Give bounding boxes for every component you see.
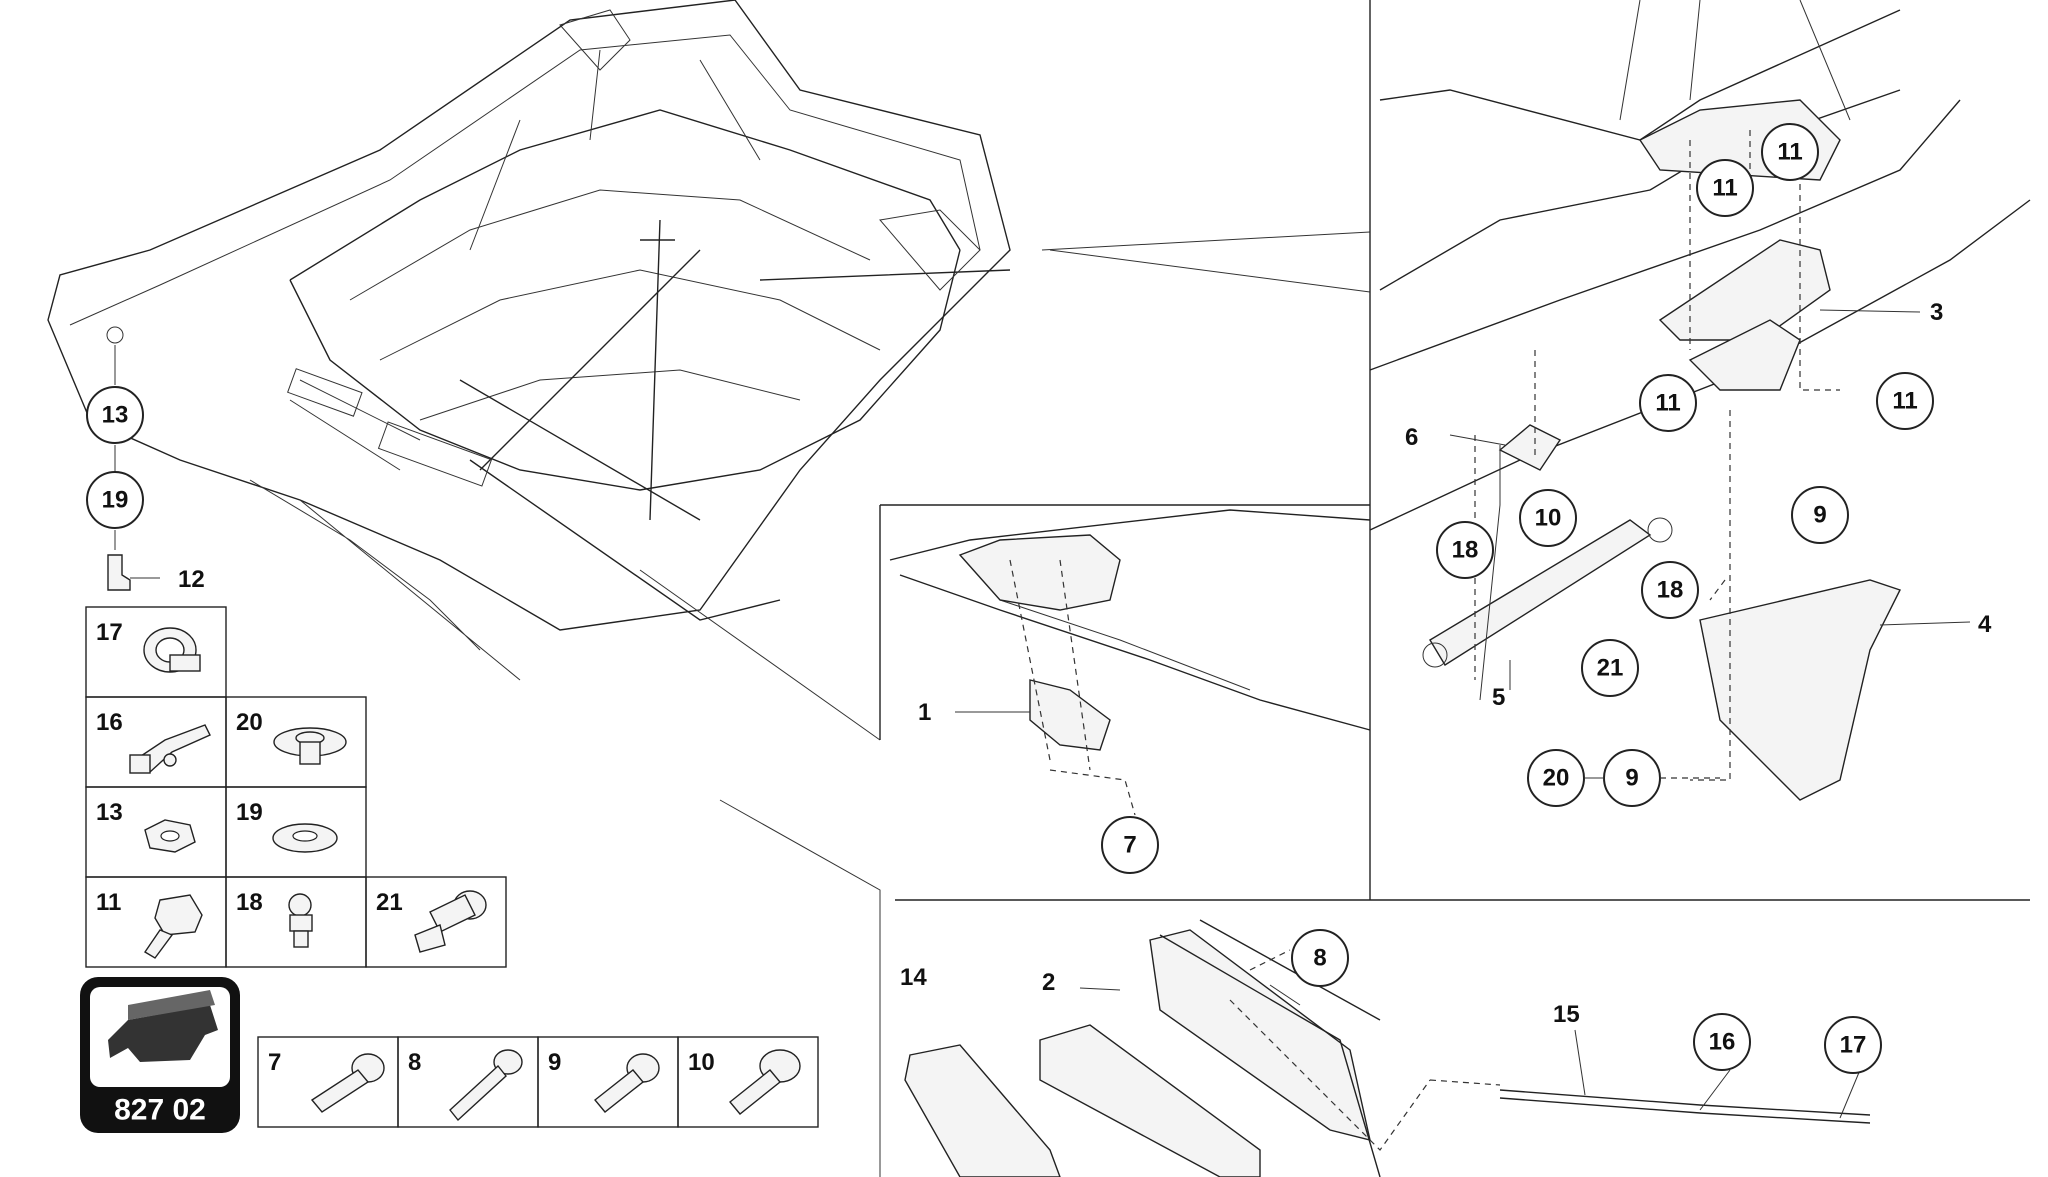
svg-text:11: 11 (1777, 139, 1802, 166)
callout-21: 21 (1581, 639, 1639, 697)
legend-label-13: 13 (96, 799, 123, 826)
small-parts-legend: 17 16 20 13 19 11 18 21 (85, 606, 819, 1128)
legend-label-17: 17 (96, 619, 123, 646)
svg-text:8: 8 (1313, 945, 1326, 972)
callout-8: 8 (1291, 929, 1349, 987)
callout-9-b: 9 (1603, 749, 1661, 807)
legend-label-7: 7 (268, 1049, 281, 1076)
hose-clamp-icon (143, 627, 201, 673)
push-nut-icon (273, 727, 347, 765)
callout-18-b: 18 (1641, 561, 1699, 619)
torx-bolt-long-icon (449, 1049, 523, 1122)
legend-label-19: 19 (236, 799, 263, 826)
hex-nut-icon (144, 819, 196, 853)
svg-text:11: 11 (1892, 388, 1917, 415)
svg-text:18: 18 (1657, 577, 1684, 604)
svg-text:19: 19 (102, 487, 129, 514)
callout-16: 16 (1693, 1013, 1751, 1071)
legend-label-21: 21 (376, 889, 403, 916)
washer-icon (272, 823, 338, 853)
svg-text:11: 11 (1655, 390, 1680, 417)
svg-text:13: 13 (102, 402, 129, 429)
torx-bolt-flange-icon (729, 1049, 801, 1115)
hood-hinge-assembly-detail (1369, 0, 2031, 801)
callout-14: 14 (900, 964, 927, 991)
svg-text:9: 9 (1813, 502, 1826, 529)
callout-12: 12 (178, 566, 205, 593)
callout-5: 5 (1492, 684, 1505, 711)
front-hood-assembly (47, 0, 1371, 1177)
hinge-detail (889, 509, 1371, 816)
svg-text:7: 7 (1123, 832, 1136, 859)
detail-frames (879, 0, 2030, 901)
callout-6: 6 (1405, 424, 1418, 451)
svg-text:20: 20 (1543, 765, 1570, 792)
callout-9-a: 9 (1791, 486, 1849, 544)
callout-13: 13 (86, 386, 144, 444)
ball-stud-icon (288, 893, 313, 948)
legend-label-16: 16 (96, 709, 123, 736)
svg-text:16: 16 (1709, 1029, 1736, 1056)
svg-text:18: 18 (1452, 537, 1479, 564)
callout-10: 10 (1519, 489, 1577, 547)
svg-text:21: 21 (1597, 655, 1624, 682)
callout-11-d: 11 (1876, 372, 1934, 430)
legend-label-18: 18 (236, 889, 263, 916)
torx-bolt-short-icon (310, 1053, 385, 1113)
callout-11-a: 11 (1696, 159, 1754, 217)
callout-19: 19 (86, 471, 144, 529)
svg-text:17: 17 (1840, 1032, 1867, 1059)
flange-bolt-icon (144, 894, 203, 959)
page-code: 827 02 (114, 1094, 206, 1127)
legend-label-10: 10 (688, 1049, 715, 1076)
torx-bolt-medium-icon (594, 1053, 660, 1113)
callout-1: 1 (918, 699, 931, 726)
callout-15: 15 (1553, 1001, 1580, 1028)
callout-17: 17 (1824, 1016, 1882, 1074)
callout-3: 3 (1930, 299, 1943, 326)
cable-clip-icon (129, 724, 211, 774)
callout-2: 2 (1042, 969, 1055, 996)
callout-4: 4 (1978, 611, 1992, 638)
hood-lock-detail (904, 919, 1871, 1177)
legend-label-9: 9 (548, 1049, 561, 1076)
nut-washer-stack (107, 345, 160, 591)
legend-label-11: 11 (96, 889, 121, 916)
legend-label-20: 20 (236, 709, 263, 736)
callout-11-b: 11 (1761, 123, 1819, 181)
page-code-badge: 827 02 (80, 977, 240, 1133)
svg-text:10: 10 (1535, 505, 1562, 532)
svg-text:9: 9 (1625, 765, 1638, 792)
callout-20: 20 (1527, 749, 1585, 807)
callout-11-c: 11 (1639, 374, 1697, 432)
callout-7: 7 (1101, 816, 1159, 874)
callout-18-a: 18 (1436, 521, 1494, 579)
legend-label-8: 8 (408, 1049, 421, 1076)
svg-text:11: 11 (1712, 175, 1737, 202)
stud-bolt-icon (414, 890, 487, 953)
